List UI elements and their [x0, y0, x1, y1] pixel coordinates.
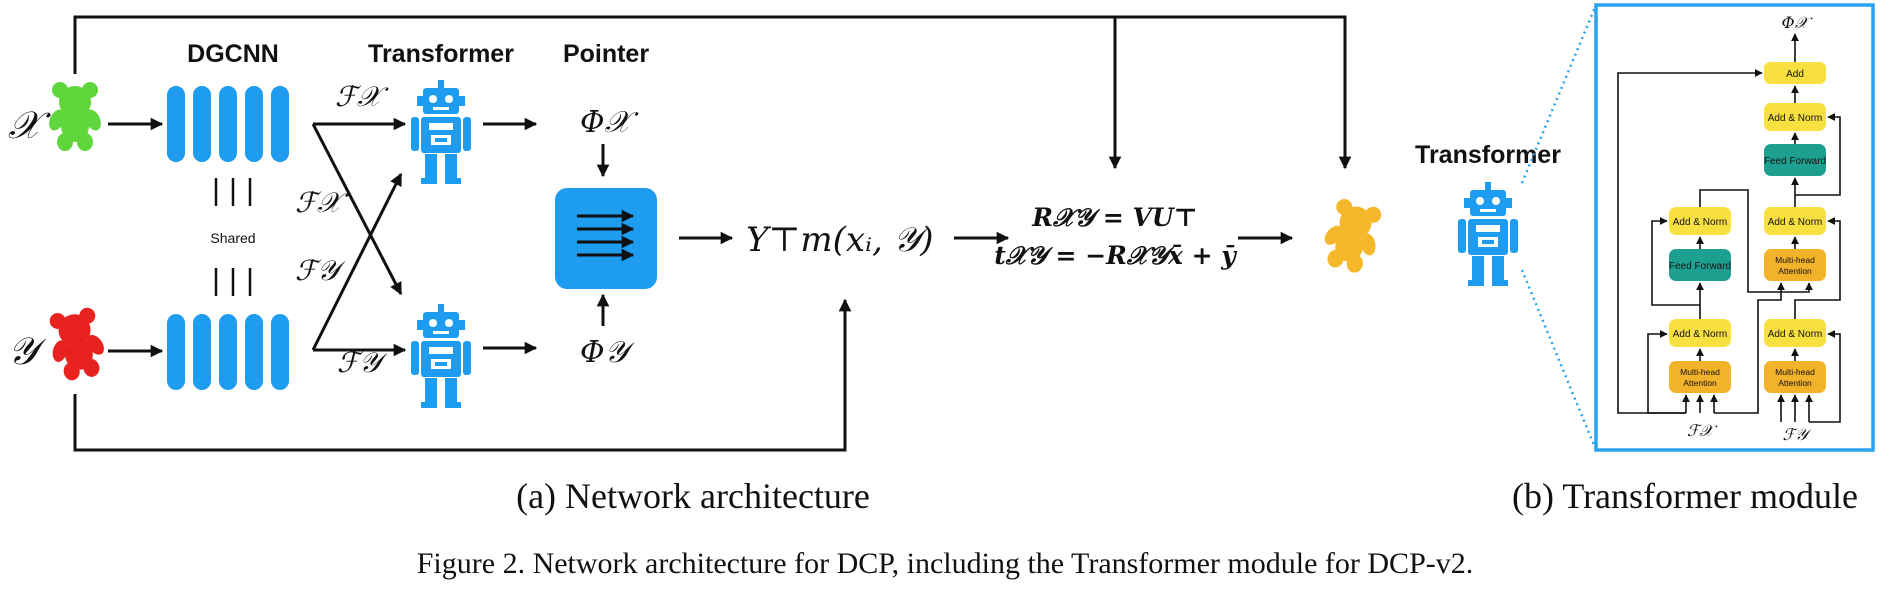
module-input-x-label: ℱ𝒳 [1687, 421, 1719, 440]
input-y-label: 𝒴 [8, 329, 47, 373]
add-norm-box-r3 [1764, 103, 1826, 131]
dgcnn-header: DGCNN [187, 40, 279, 68]
module-frame [1594, 3, 1875, 452]
feed-forward-box-left [1669, 249, 1731, 281]
module-transformer-label: Transformer [1415, 141, 1561, 169]
feat-y-bottom-label: ℱ𝒴 [337, 346, 388, 379]
shared-weights-marks [214, 178, 252, 296]
pointer-arrows-icon [577, 209, 635, 262]
subcaption-a: (a) Network architecture [516, 476, 870, 516]
phi-y-label: Φ𝒴 [580, 335, 636, 370]
orange-bear-icon [1314, 195, 1389, 278]
transformer-module-panel: Transformer Φ𝒳 Add Add & Norm Feed Forwa… [1415, 3, 1875, 516]
multi-head-label-r1a: Multi-head [1775, 367, 1815, 377]
multi-head-label-r1b: Attention [1778, 378, 1812, 388]
network-architecture-panel: DGCNN Transformer Pointer 𝒳 𝒴 [8, 15, 1518, 516]
multi-head-label-l1a: Multi-head [1680, 367, 1720, 377]
rotation-equation: R𝒳𝒴 = VU⊤ [1031, 203, 1197, 232]
module-input-y-label: ℱ𝒴 [1782, 425, 1812, 444]
add-box [1764, 62, 1826, 84]
feat-x-cross-label: ℱ𝒳 [295, 186, 349, 219]
pointer-block [555, 188, 657, 289]
multi-head-box-r2 [1764, 249, 1826, 281]
input-x-label: 𝒳 [8, 103, 51, 147]
add-norm-box-l2 [1669, 207, 1731, 235]
feed-forward-label-left: Feed Forward [1669, 261, 1731, 272]
multi-head-box-r1 [1764, 361, 1826, 393]
module-output-label: Φ𝒳 [1782, 13, 1814, 32]
red-bear-icon [42, 305, 112, 384]
transformer-top-robot-icon [411, 80, 471, 184]
multi-head-label-r2b: Attention [1778, 266, 1812, 276]
shared-label: Shared [210, 230, 255, 246]
green-bear-icon [46, 82, 104, 151]
pointer-output-label: Y⊤m(xᵢ, 𝒴) [746, 220, 933, 260]
dgcnn-bottom-block [167, 314, 289, 390]
feat-y-cross-label: ℱ𝒴 [295, 254, 346, 287]
zoom-line-top [1520, 4, 1598, 184]
add-norm-box-r2 [1764, 207, 1826, 235]
zoom-line-bottom [1520, 269, 1598, 451]
phi-x-label: Φ𝒳 [580, 105, 639, 140]
subcaption-b: (b) Transformer module [1512, 476, 1858, 516]
add-norm-box-r1 [1764, 319, 1826, 347]
translation-equation: t𝒳𝒴 = −R𝒳𝒴x̄ + ȳ [994, 241, 1237, 270]
add-norm-label-l1: Add & Norm [1673, 329, 1727, 340]
module-robot-icon [1458, 182, 1518, 286]
feed-forward-box-right [1764, 144, 1826, 176]
feat-x-top-label: ℱ𝒳 [335, 80, 389, 113]
multi-head-box-l1 [1669, 361, 1731, 393]
add-norm-label-r3: Add & Norm [1768, 113, 1822, 124]
feed-forward-label-right: Feed Forward [1764, 156, 1826, 167]
add-norm-label-r1: Add & Norm [1768, 329, 1822, 340]
multi-head-label-l1b: Attention [1683, 378, 1717, 388]
add-norm-label-r2: Add & Norm [1768, 217, 1822, 228]
transformer-bottom-robot-icon [411, 304, 471, 408]
multi-head-label-r2a: Multi-head [1775, 255, 1815, 265]
pointer-header: Pointer [563, 40, 649, 68]
add-label: Add [1786, 69, 1804, 80]
add-norm-box-l1 [1669, 319, 1731, 347]
figure-caption: Figure 2. Network architecture for DCP, … [417, 547, 1474, 580]
transformer-header: Transformer [368, 40, 514, 68]
add-norm-label-l2: Add & Norm [1673, 217, 1727, 228]
dgcnn-top-block [167, 86, 289, 162]
